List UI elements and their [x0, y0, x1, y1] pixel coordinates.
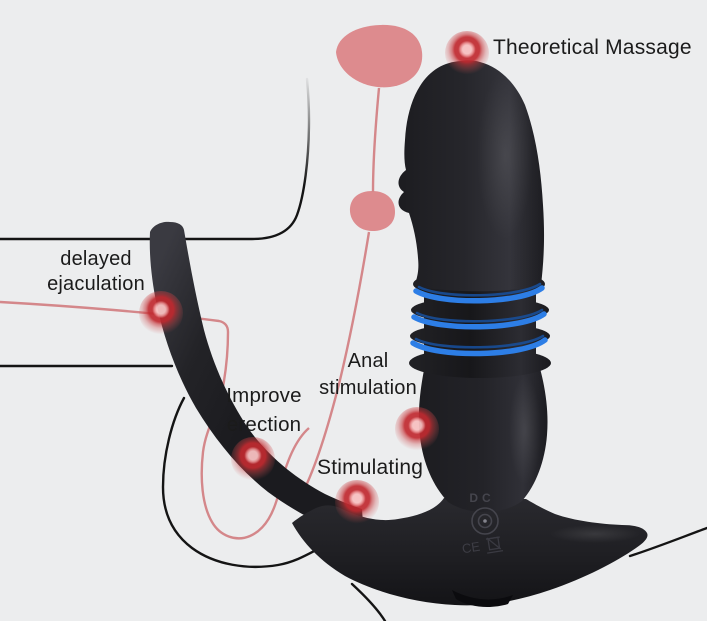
pulse-marker-delayed-ejaculation	[139, 291, 183, 335]
urethra-lower-line	[301, 231, 371, 493]
bladder-shape	[336, 24, 423, 88]
label-theoretical-massage: Theoretical Massage	[493, 36, 692, 59]
bulb-sheen	[509, 375, 541, 485]
massager-device: DC CE	[149, 60, 648, 607]
pulse-marker-improve-erection	[231, 437, 275, 481]
label-line: Improve	[226, 384, 302, 407]
charge-port-icon	[471, 507, 499, 535]
label-anal-stimulation: Anal stimulation	[315, 348, 421, 402]
base-top-sheen	[550, 525, 640, 543]
anatomy-pink-artwork	[0, 24, 423, 540]
label-line: Anal	[347, 350, 389, 372]
pulse-marker-anal-stimulation	[395, 407, 439, 451]
penis-duct-line	[0, 300, 310, 540]
blue-ring-3-back	[414, 334, 545, 349]
buttock-outline-line	[628, 526, 707, 558]
anchor-base	[292, 498, 648, 606]
pulse-marker-stimulating	[335, 480, 379, 524]
torso-outline-line	[0, 77, 311, 241]
label-line: ejaculation	[47, 273, 145, 295]
blue-ring-2-back	[415, 308, 544, 323]
charging-contact	[452, 590, 513, 607]
thrust-rings	[410, 282, 548, 357]
blue-ring-3	[410, 337, 548, 357]
label-line: delayed	[60, 248, 132, 270]
label-stimulating: Stimulating	[317, 456, 424, 479]
label-line: stimulation	[319, 377, 417, 399]
blue-ring-1	[413, 285, 545, 304]
dc-label: DC	[469, 491, 494, 505]
scrotum-outline-line	[161, 396, 324, 568]
label-delayed-ejaculation: delayed ejaculation	[36, 247, 156, 297]
pulse-marker-theoretical-massage	[445, 31, 489, 75]
label-improve-erection: Improve erection	[214, 381, 314, 439]
prostate-shape	[349, 191, 395, 231]
weee-icon	[485, 536, 504, 554]
urethra-upper-line	[371, 87, 381, 193]
label-line: erection	[226, 413, 302, 436]
base-markings: DC CE	[452, 491, 513, 607]
perineum-outline-line	[350, 582, 387, 621]
body-outline	[0, 77, 707, 621]
blue-ring-2	[411, 311, 547, 330]
head-sheen	[477, 70, 533, 240]
blue-ring-1-back	[417, 282, 542, 297]
ce-mark: CE	[461, 539, 482, 557]
